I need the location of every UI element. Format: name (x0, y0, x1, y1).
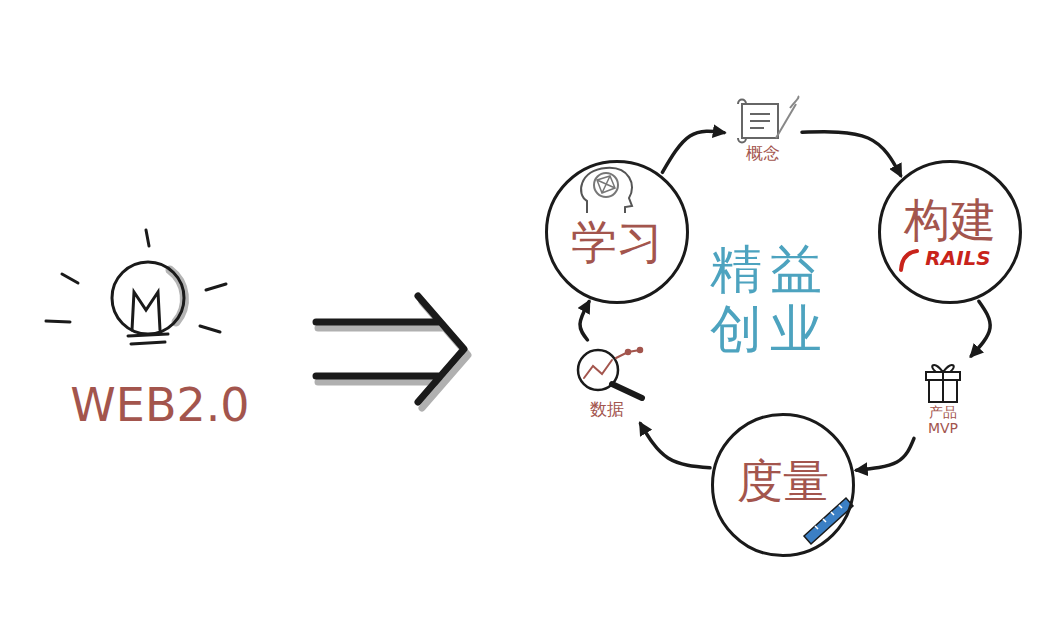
head-brain-icon (597, 176, 615, 193)
cycle-arrow (802, 132, 901, 176)
node-label: 数据 (562, 400, 652, 420)
ruler-icon (815, 505, 842, 529)
scroll-icon (790, 96, 799, 108)
circle-outline (547, 162, 688, 303)
lightbulb-icon (131, 342, 165, 344)
magnifier-icon (638, 348, 642, 352)
node-label: 学习 (571, 216, 663, 269)
head-brain-icon (581, 168, 632, 213)
icon-node: 产品MVP (918, 360, 968, 436)
scroll-icon (738, 100, 746, 143)
icon-space (728, 94, 798, 144)
lightbulb-icon (46, 230, 226, 344)
node-label: 构建 (904, 194, 996, 247)
text-group: 数据 (562, 400, 652, 420)
double-arrow (318, 302, 468, 408)
rails-arc (901, 251, 917, 270)
node-label: RAILS (904, 247, 996, 270)
gift-icon (942, 372, 944, 402)
icon-space (918, 360, 968, 404)
circle-outline (713, 415, 854, 556)
node-label: 产品 (918, 404, 968, 420)
lightbulb-icon (206, 284, 226, 290)
scroll-icon (742, 104, 778, 138)
center-label: 精益 创业 (700, 240, 840, 360)
stage-circle: 学习 (545, 160, 689, 304)
text-group: 产品MVP (918, 404, 968, 436)
lightbulb-icon (146, 230, 149, 246)
double-arrow (316, 296, 468, 408)
cycle-arrow (640, 424, 710, 468)
text-group: 构建RAILS (904, 194, 996, 270)
lightbulb-icon (46, 321, 70, 322)
node-label: MVP (918, 420, 968, 436)
magnifier-icon (612, 384, 642, 398)
text-group: 度量 (737, 455, 829, 508)
gift-icon (932, 365, 953, 372)
head-brain-icon (594, 173, 618, 197)
lightbulb-icon (112, 262, 184, 334)
magnifier-icon (616, 350, 640, 358)
head-brain-icon (581, 168, 632, 213)
circle-outline (880, 162, 1021, 303)
title-label: WEB2.0 (70, 379, 249, 432)
lightbulb-icon (200, 326, 220, 332)
scroll-icon (750, 114, 770, 128)
scroll-icon (738, 96, 799, 143)
lightbulb-icon (62, 274, 78, 283)
magnifier-icon (626, 350, 630, 354)
icon-node: 数据 (562, 344, 652, 420)
magnifier-icon (584, 360, 612, 378)
text-group: 学习 (571, 216, 663, 269)
lightbulb-icon (132, 292, 160, 330)
magnifier-icon (578, 348, 642, 398)
stage-circle: 度量 (711, 413, 855, 557)
cycle-arrow (857, 438, 914, 470)
text-group: 概念 (728, 144, 798, 164)
gift-icon (926, 365, 960, 402)
lightbulb-icon (128, 334, 168, 336)
cycle-arrow (662, 131, 724, 172)
node-label: 度量 (737, 455, 829, 508)
icon-node: 概念 (728, 94, 798, 164)
cycle-arrow (971, 301, 990, 356)
cycle-arrow (580, 302, 589, 340)
double-arrow (316, 296, 464, 402)
stage-circle: 构建RAILS (878, 160, 1022, 304)
rails-arc (901, 251, 917, 270)
scroll-icon (776, 104, 796, 138)
node-label: 概念 (728, 144, 798, 164)
icon-space (562, 344, 652, 400)
